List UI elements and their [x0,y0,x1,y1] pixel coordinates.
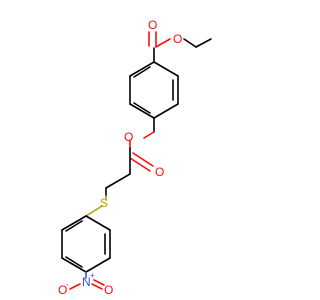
atom-o-carbonyl-top: O [148,18,157,32]
molecule-canvas: O O O O S [58,18,212,297]
bond-c-o-ether [155,38,171,48]
bond-n-o-right-2 [93,279,105,286]
benzyl-ester-linker: O O [124,117,164,179]
bond-ch2-ch2 [105,173,131,189]
ring-top-bond-6 [129,61,155,77]
ring-top-inner-2 [133,102,151,114]
ring-bottom-inner-2 [65,256,83,268]
ring-top-bond-3 [153,103,179,119]
bond-c-o-double-mid-2 [132,152,154,167]
charge-n-plus: + [90,271,95,280]
bond-n-o-left [69,283,81,290]
bond-s-ring [85,205,103,217]
ring-bottom-bond-6 [61,215,87,231]
bond-o-ch2 [183,38,197,48]
bond-n-o-right-1 [91,283,103,290]
benzene-ring-top [129,61,179,119]
nitro-group: N + O - O [58,271,113,297]
ring-bottom-inner-3 [65,220,83,232]
atom-o-nitro-right: O [104,283,113,297]
propyl-thio-chain: S [85,157,131,217]
structure-diagram: O O O O S [58,18,212,297]
bond-ch2-ch3 [195,38,212,48]
ring-top-bond-4 [129,103,155,119]
ring-bottom-bond-3 [85,257,111,273]
ring-top-inner-3 [133,66,151,78]
atom-o-carbonyl-mid: O [155,165,164,179]
ring-top-bond-1 [153,61,179,77]
atom-o-ether-top: O [173,32,182,46]
ring-bottom-bond-1 [85,215,111,231]
charge-o-minus: - [66,280,69,289]
ring-bottom-bond-4 [61,257,87,273]
atom-n-nitro: N [82,275,91,289]
bond-ch2-o [143,131,155,139]
atom-o-nitro-left: O [58,283,67,297]
ethyl-ester-group: O O [148,18,212,63]
atom-s-thioether: S [100,196,108,210]
benzene-ring-bottom [61,215,111,273]
bond-c-o-double-mid-1 [129,157,151,172]
atom-o-benzyl-ether: O [124,130,133,144]
